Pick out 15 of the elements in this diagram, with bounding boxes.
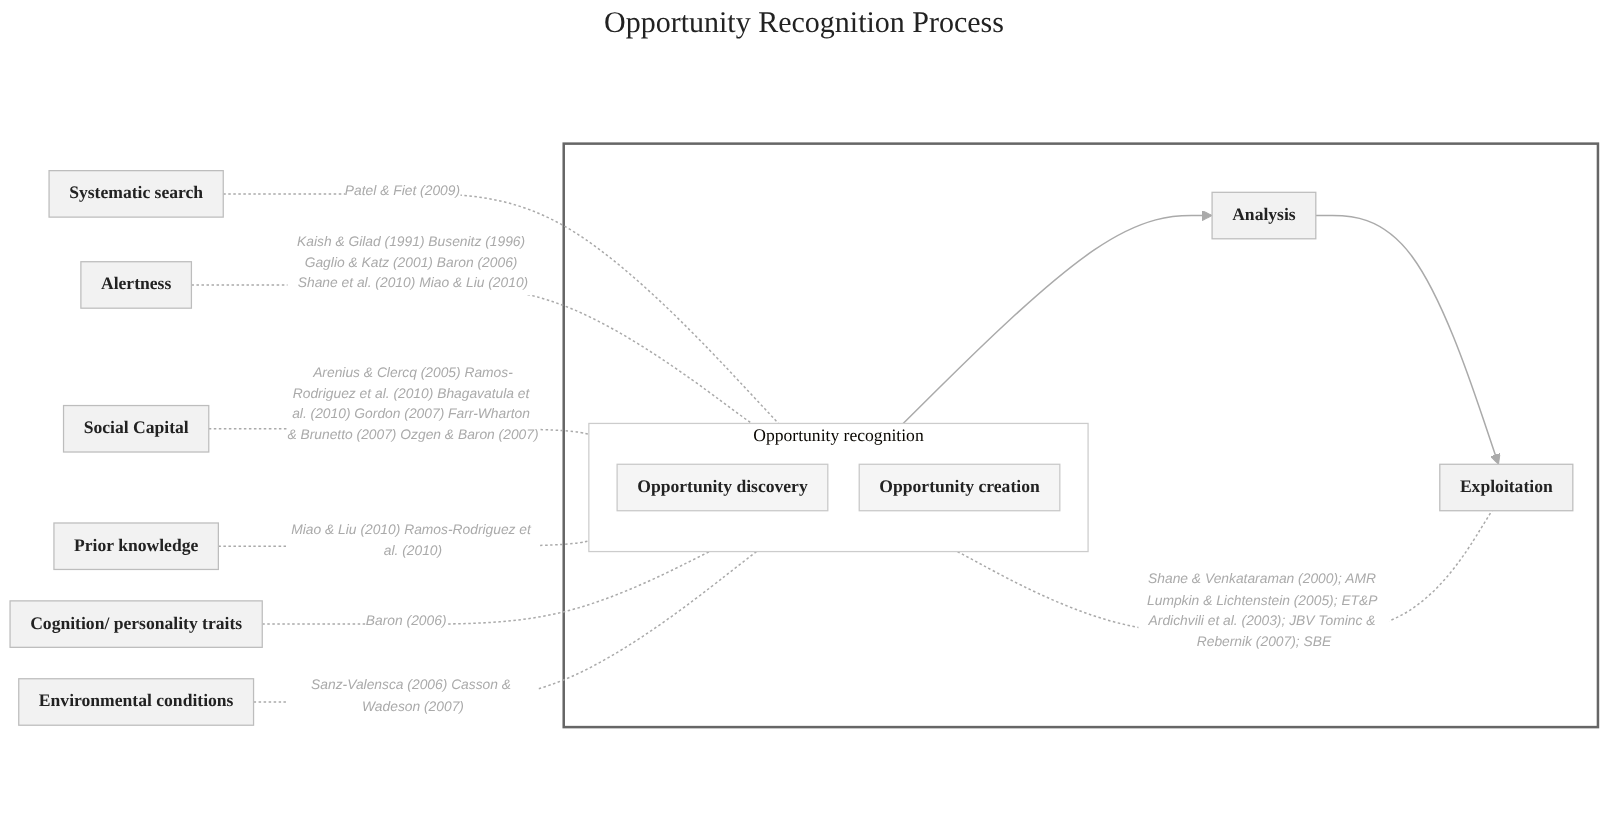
- node-box: Opportunity discovery: [616, 463, 829, 512]
- cluster: [562, 142, 1600, 729]
- node-box: Alertness: [80, 261, 193, 309]
- node-box: Systematic search: [48, 170, 224, 218]
- node-box: Social Capital: [62, 404, 210, 453]
- node-box: Cognition/ personality traits: [9, 600, 263, 648]
- arrow: [902, 210, 1213, 425]
- node-box: Analysis: [1211, 191, 1317, 240]
- node-box: Prior knowledge: [53, 522, 219, 571]
- connector: [222, 193, 780, 425]
- node-box: Opportunity creation: [858, 463, 1061, 512]
- node-box: Exploitation: [1439, 463, 1574, 512]
- arrow: [1315, 214, 1501, 465]
- diagram-title: Opportunity Recognition Process: [602, 6, 1006, 44]
- node-box: Environmental conditions: [18, 678, 255, 726]
